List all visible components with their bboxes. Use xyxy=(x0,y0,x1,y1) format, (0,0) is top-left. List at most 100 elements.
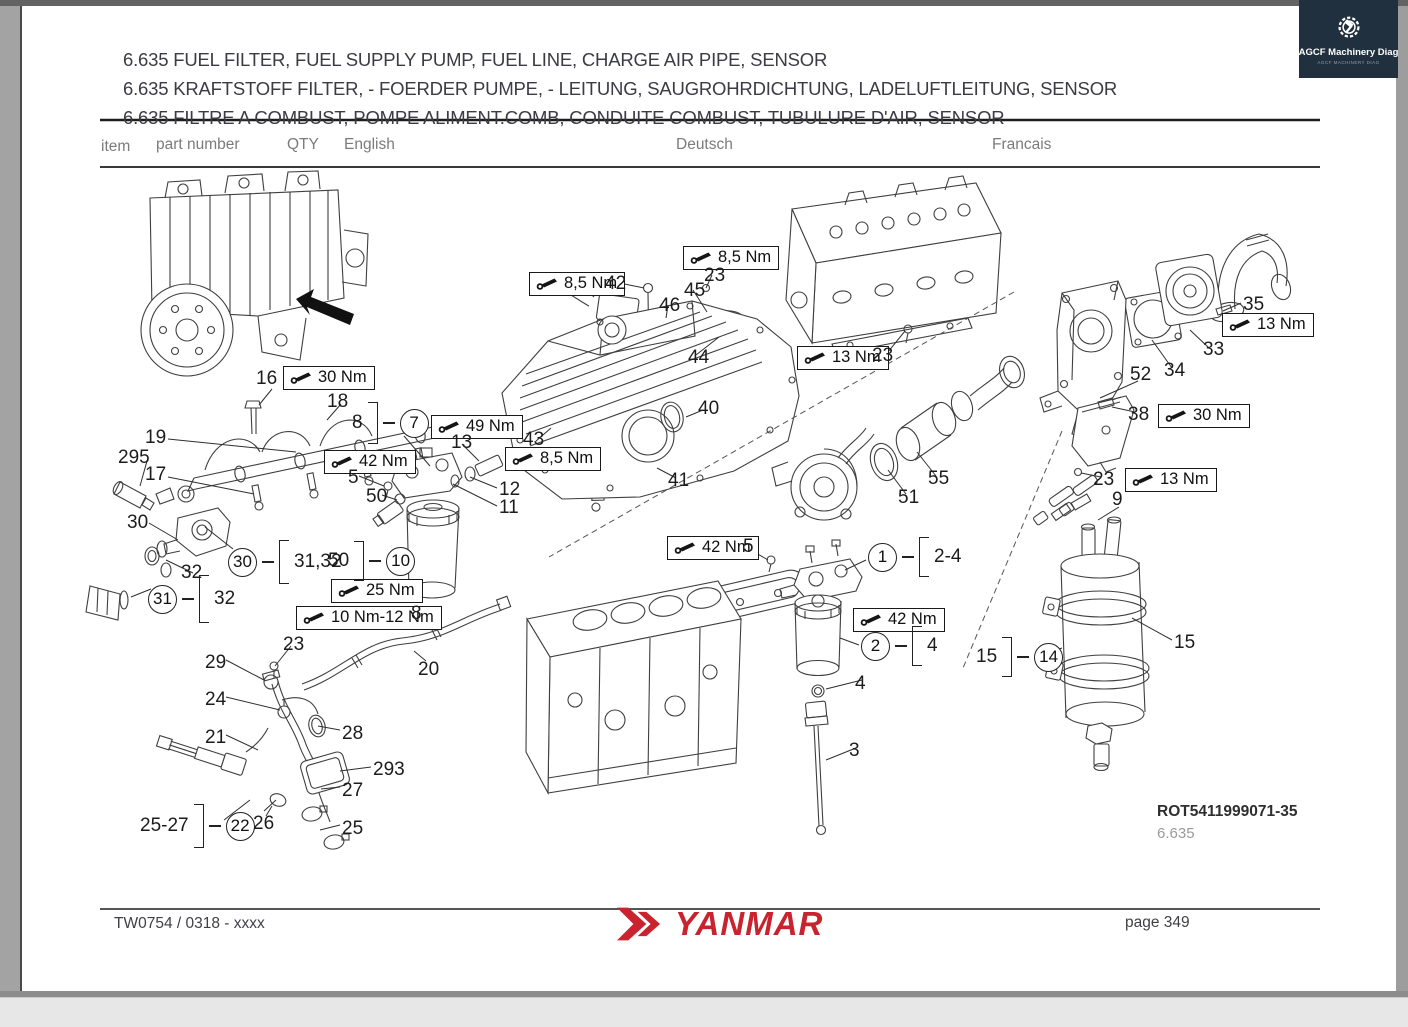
part-number-label: 40 xyxy=(698,398,720,419)
connector-line xyxy=(182,598,194,600)
section-code: 6.635 xyxy=(1157,825,1195,842)
bracket-shape xyxy=(367,402,378,444)
part-number-label: 24 xyxy=(205,689,227,710)
scrollbar-track[interactable] xyxy=(1396,6,1408,997)
wrench-icon xyxy=(290,372,311,384)
torque-value: 13 Nm xyxy=(1257,315,1306,333)
badge-subtitle: AGCF MACHINERY DIAG xyxy=(1317,60,1380,65)
torque-spec-label: 42 Nm xyxy=(667,536,759,560)
bracket-shape xyxy=(1002,637,1013,677)
wrench-icon xyxy=(1132,474,1153,486)
torque-spec-label: 10 Nm-12 Nm xyxy=(296,606,442,630)
part-number-label: 34 xyxy=(1164,360,1186,381)
part-number-label: 21 xyxy=(205,727,227,748)
bracket-shape xyxy=(354,541,365,581)
wrench-icon xyxy=(338,585,359,597)
drawing-reference-code: ROT5411999071-35 xyxy=(1157,803,1298,820)
bracket-shape xyxy=(193,804,204,848)
page-title-german: 6.635 KRAFTSTOFF FILTER, - FOERDER PUMPE… xyxy=(123,78,1118,99)
part-number-label: 23 xyxy=(704,265,726,286)
torque-spec-label: 30 Nm xyxy=(283,366,375,390)
column-header-english: English xyxy=(344,136,395,153)
bracket-shape xyxy=(279,540,289,584)
part-number-label: 32 xyxy=(181,562,203,583)
part-number-label: 25 xyxy=(342,818,364,839)
group-range-label: 15 xyxy=(976,646,998,667)
wrench-icon xyxy=(690,252,711,264)
part-number-label: 52 xyxy=(1130,364,1152,385)
torque-value: 13 Nm xyxy=(1160,470,1209,488)
connector-line xyxy=(1017,656,1030,658)
part-number-label: 38 xyxy=(1128,404,1150,425)
part-number-label: 50 xyxy=(366,486,388,507)
circled-item-number: 14 xyxy=(1034,642,1064,672)
wrench-icon xyxy=(536,278,557,290)
column-header-qty: QTY xyxy=(287,136,319,153)
yanmar-wordmark: YANMAR xyxy=(675,905,824,942)
bracket-shape xyxy=(199,575,209,623)
pdf-toolbar xyxy=(0,997,1408,1027)
group-range-label: 31,32 xyxy=(294,551,342,572)
agcf-machinery-diag-badge: AGCF Machinery Diag AGCF MACHINERY DIAG xyxy=(1299,0,1398,78)
circled-item-number: 30 xyxy=(228,547,257,577)
part-number-label: 29 xyxy=(205,652,227,673)
page-title-french: 6.635 FILTRE A COMBUST, POMPE ALIMENT.CO… xyxy=(123,107,1005,128)
part-number-label: 5 xyxy=(348,467,359,488)
part-number-label: 41 xyxy=(668,470,690,491)
torque-value: 42 Nm xyxy=(888,610,937,628)
torque-value: 49 Nm xyxy=(466,417,515,435)
part-number-label: 46 xyxy=(659,295,681,316)
part-number-label: 33 xyxy=(1203,339,1225,360)
window-top-border xyxy=(0,0,1408,6)
torque-value: 42 Nm xyxy=(702,538,751,556)
group-range-label: 4 xyxy=(927,635,938,656)
wrench-icon xyxy=(674,542,695,554)
torque-spec-label: 30 Nm xyxy=(1158,404,1250,428)
part-number-label: 9 xyxy=(1112,489,1123,510)
part-number-label: 5 xyxy=(743,536,754,557)
circled-item-number: 7 xyxy=(399,408,429,438)
wrench-icon xyxy=(512,453,533,465)
torque-spec-label: 42 Nm xyxy=(853,608,945,632)
part-number-label: 45 xyxy=(684,280,706,301)
gear-hammer-icon xyxy=(1337,16,1360,38)
part-number-label: 11 xyxy=(499,497,519,518)
part-number-label: 15 xyxy=(1174,632,1196,653)
part-number-label: 27 xyxy=(342,780,364,801)
page-bottom-edge xyxy=(0,991,1408,997)
wrench-icon xyxy=(303,612,324,624)
part-number-label: 28 xyxy=(342,723,364,744)
yanmar-logo: YANMAR xyxy=(617,905,823,943)
group-range-label: 8 xyxy=(352,412,363,433)
torque-spec-label: 8,5 Nm xyxy=(505,447,602,471)
group-range-label: 25-27 xyxy=(140,815,189,836)
part-number-label: 17 xyxy=(145,464,167,485)
part-number-label: 20 xyxy=(418,659,440,680)
part-number-label: 19 xyxy=(145,427,167,448)
torque-spec-label: 42 Nm xyxy=(324,450,416,474)
part-number-label: 8 xyxy=(411,603,422,624)
wrench-icon xyxy=(1229,319,1250,331)
circled-item-number: 1 xyxy=(868,542,897,572)
torque-value: 8,5 Nm xyxy=(540,449,594,467)
column-header-item: item xyxy=(101,138,131,155)
part-number-label: 293 xyxy=(373,759,405,780)
column-header-francais: Francais xyxy=(992,136,1052,153)
group-range-label: 50 xyxy=(328,550,350,571)
page-title-english: 6.635 FUEL FILTER, FUEL SUPPLY PUMP, FUE… xyxy=(123,49,828,70)
torque-spec-label: 8,5 Nm xyxy=(683,246,780,270)
wrench-icon xyxy=(438,421,459,433)
badge-title: AGCF Machinery Diag xyxy=(1298,47,1399,58)
page-number-label: page 349 xyxy=(1125,914,1190,931)
part-number-label: 16 xyxy=(256,368,278,389)
wrench-icon xyxy=(804,352,825,364)
torque-value: 42 Nm xyxy=(359,452,408,470)
wrench-icon xyxy=(860,614,881,626)
